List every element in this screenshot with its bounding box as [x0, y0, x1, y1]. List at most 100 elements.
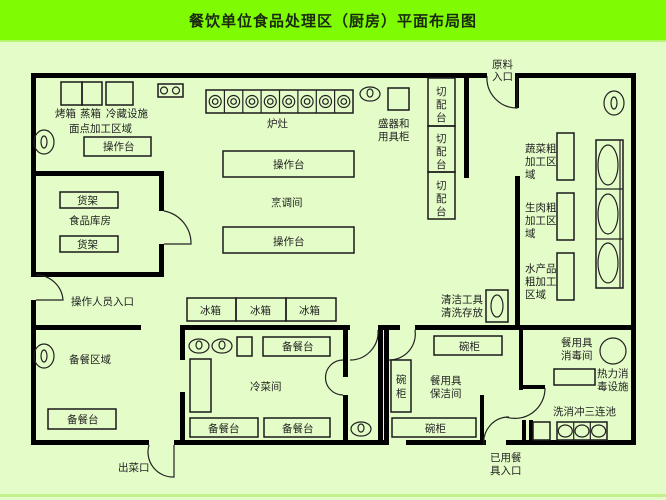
group: [208, 90, 351, 113]
cold-room-label: 冷菜间: [250, 380, 282, 393]
fixture-icon: [337, 94, 351, 109]
label: 热力消: [597, 367, 629, 380]
fixture-icon: [211, 98, 219, 105]
disinfection-room: 餐用具 消毒间 热力消 毒设施 洗消冲三连池: [532, 336, 629, 441]
label: 台: [436, 205, 447, 218]
fixture-shape: [480, 395, 484, 445]
label: 清洁工具: [441, 293, 483, 306]
label: 餐用具: [561, 336, 593, 349]
fixture-shape: [433, 335, 503, 356]
fixture-shape: [556, 132, 575, 181]
stove-label: 炉灶: [267, 117, 288, 130]
fixture-icon: [357, 423, 365, 433]
fixture-icon: [318, 94, 333, 109]
label: 切: [436, 180, 447, 192]
label: 域: [525, 227, 536, 240]
label: 冰箱: [200, 304, 221, 317]
cooking-room-label: 烹调间: [271, 196, 303, 209]
fixture-shape: [189, 417, 259, 438]
cutting-tables: 切 配 台 切 配 台 切 配 台: [427, 77, 456, 220]
fixture-shape: [529, 420, 533, 445]
fixture-icon: [147, 444, 175, 478]
cooking-room: 炉灶 盛器和 用具柜 操作台 烹调间 操作台 切 配 台 切 配 台 切 配 台: [186, 77, 509, 323]
label: 域: [525, 168, 536, 181]
label: 备餐台: [282, 422, 314, 435]
fixture-shape: [285, 297, 337, 322]
label: 货架: [77, 194, 98, 207]
fixture-icon: [159, 86, 169, 95]
operation-bench-2: [222, 226, 355, 254]
fixture-shape: [343, 325, 348, 377]
doors: [35, 75, 546, 478]
staff-entrance-label: 操作人员入口: [71, 295, 134, 308]
label: 备餐台: [208, 422, 240, 435]
label: 配: [436, 146, 447, 158]
fixture-icon: [597, 193, 619, 235]
label: 切: [436, 133, 447, 145]
dish-clean-room: 碗柜 碗 柜 餐用具 保洁间 碗柜: [390, 335, 503, 438]
fixture-icon: [597, 144, 619, 186]
fixture-shape: [532, 421, 551, 441]
label: 保洁间: [430, 387, 462, 400]
label: 用具柜: [378, 130, 410, 143]
utensil-cabinet: [387, 87, 410, 111]
fixture-shape: [515, 176, 520, 330]
fixture-icon: [603, 90, 625, 116]
fixture-shape: [180, 392, 185, 445]
fixture-icon: [505, 387, 546, 419]
heat-disinfector-icon: [599, 337, 627, 365]
cold-storage-label: 冷藏设施: [106, 107, 148, 120]
label: 切: [436, 86, 447, 98]
fixture-icon: [349, 329, 379, 361]
storeroom: 货架 食品库房 货架: [59, 191, 119, 253]
label: 备餐台: [67, 413, 99, 426]
label: 粗加工: [525, 276, 557, 288]
fixture-icon: [227, 94, 241, 109]
cold-dish-room: 备餐台 冷菜间 备餐台 备餐台: [188, 336, 372, 438]
fixture-shape: [427, 171, 456, 220]
label: 配: [436, 193, 447, 205]
fixture-shape: [556, 421, 608, 441]
label: 配: [436, 99, 447, 111]
fixture-icon: [282, 94, 296, 109]
fixture-shape: [180, 325, 350, 330]
page-title: 餐饮单位食品处理区（厨房）平面布局图: [188, 11, 477, 30]
mop-sink: [485, 289, 509, 323]
fixture-shape: [556, 192, 575, 241]
fixture-icon: [486, 75, 518, 109]
fixture-shape: [31, 325, 141, 330]
fixture-shape: [59, 235, 119, 253]
label: 冰箱: [250, 304, 271, 317]
fixture-icon: [208, 94, 222, 109]
steamer-label: 蒸箱: [80, 107, 101, 120]
rough-processing-area: 蔬菜粗 加工区 域 生肉粗 加工区 域 水产品 粗加工 区域: [525, 90, 625, 301]
label: 入口: [492, 71, 513, 83]
fixture-icon: [590, 424, 607, 438]
label: 具入口: [490, 465, 522, 477]
label: 碗柜: [459, 340, 480, 353]
fixture-shape: [519, 330, 523, 390]
label: 台: [436, 158, 447, 171]
serving-exit-label: 出菜口: [118, 461, 150, 474]
label: 加工区: [525, 156, 557, 168]
fixture-shape: [31, 300, 36, 445]
pastry-area: 烤箱 蒸箱 冷藏设施 面点加工区域 操作台: [33, 81, 184, 157]
fixture-icon: [188, 338, 210, 354]
title-bar: 餐饮单位食品处理区（厨房）平面布局图: [0, 0, 666, 42]
fixture-shape: [174, 440, 386, 445]
fixture-icon: [163, 210, 192, 245]
fixture-shape: [506, 440, 636, 445]
sink-icon: [33, 129, 55, 155]
label: 柜: [396, 387, 407, 400]
label: 台: [436, 111, 447, 124]
label: 洗消冲三连池: [553, 405, 616, 418]
label: 生肉粗: [525, 201, 557, 214]
fixture-shape: [189, 358, 212, 413]
label: 操作台: [103, 140, 135, 153]
fixture-shape: [378, 325, 383, 445]
fixture-shape: [343, 395, 348, 445]
fixture-shape: [556, 252, 575, 301]
fixture-icon: [574, 424, 590, 438]
fixture-shape: [159, 244, 164, 277]
fixture-icon: [218, 340, 226, 350]
